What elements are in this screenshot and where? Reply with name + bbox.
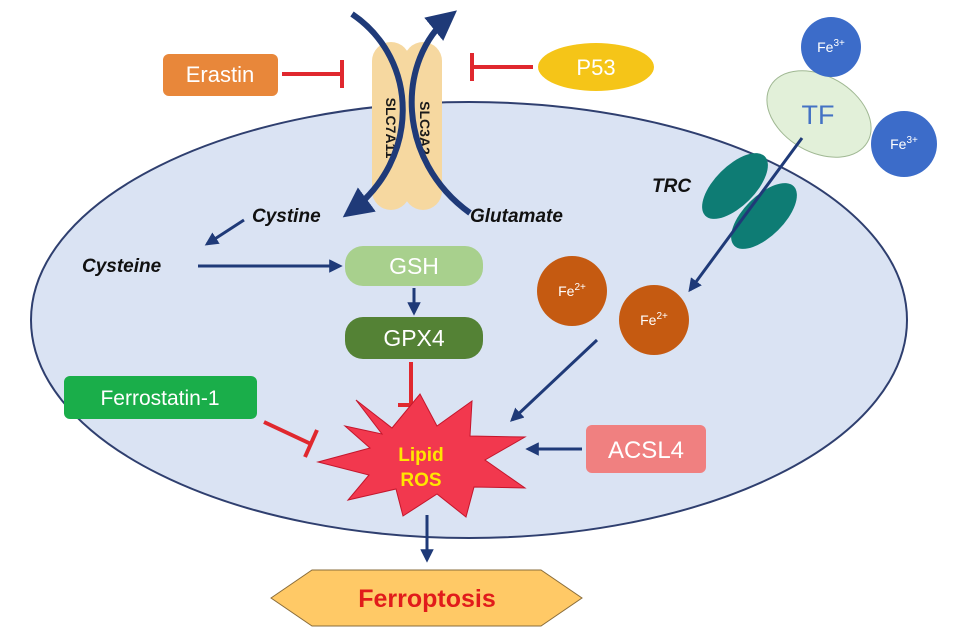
ferrostatin-node: Ferrostatin-1 bbox=[64, 376, 257, 419]
tf-node: TF bbox=[766, 70, 872, 158]
cystine-import-arrow bbox=[342, 11, 406, 218]
cysteine-label: Cysteine bbox=[82, 256, 162, 277]
lipid-ros-node: Lipid ROS bbox=[316, 393, 527, 518]
gsh-label: GSH bbox=[389, 253, 439, 279]
fe2-to-lipid-ros-arrow bbox=[510, 338, 599, 422]
gsh-node: GSH bbox=[345, 246, 483, 286]
erastin-inhibition bbox=[282, 60, 344, 88]
fe2-ion-right: Fe2+ bbox=[619, 285, 689, 355]
transporter-slc3a2: SLC3A2 bbox=[404, 42, 442, 210]
tf-label: TF bbox=[802, 100, 835, 130]
cystine-to-cysteine-arrow bbox=[204, 218, 245, 246]
slc7a11-label: SLC7A11 bbox=[383, 98, 399, 159]
slc3a2-label: SLC3A2 bbox=[417, 101, 433, 155]
erastin-label: Erastin bbox=[186, 62, 254, 87]
trc-label: TRC bbox=[652, 176, 691, 197]
erastin-node: Erastin bbox=[163, 54, 278, 96]
lipid-ros-label-line1: Lipid bbox=[398, 445, 443, 466]
gpx4-node: GPX4 bbox=[345, 317, 483, 359]
ferrostatin-inhibition bbox=[263, 420, 319, 458]
glutamate-label: Glutamate bbox=[470, 206, 563, 227]
ferroptosis-node: Ferroptosis bbox=[270, 569, 583, 627]
p53-inhibition bbox=[470, 53, 533, 81]
ferrostatin-label: Ferrostatin-1 bbox=[100, 387, 219, 410]
acsl4-label: ACSL4 bbox=[608, 437, 684, 464]
ferroptosis-label: Ferroptosis bbox=[358, 585, 496, 613]
fe2-ion-left: Fe2+ bbox=[537, 256, 607, 326]
cystine-label: Cystine bbox=[252, 206, 321, 227]
fe3-ion-bottom: Fe3+ bbox=[871, 111, 937, 177]
fe2-right-label: Fe2+ bbox=[640, 311, 668, 328]
fe3-top-label: Fe3+ bbox=[817, 38, 845, 55]
acsl4-node: ACSL4 bbox=[586, 425, 706, 473]
glutamate-export-arrow bbox=[408, 10, 472, 216]
iron-import-arrow bbox=[688, 137, 804, 293]
lipid-ros-label-line2: ROS bbox=[400, 470, 441, 491]
fe2-left-label: Fe2+ bbox=[558, 282, 586, 299]
fe3-ion-top: Fe3+ bbox=[801, 17, 861, 77]
trc-receptor bbox=[702, 153, 797, 249]
p53-node: P53 bbox=[538, 43, 654, 91]
fe3-bottom-label: Fe3+ bbox=[890, 135, 918, 152]
p53-label: P53 bbox=[576, 55, 615, 80]
gpx4-label: GPX4 bbox=[383, 325, 445, 351]
